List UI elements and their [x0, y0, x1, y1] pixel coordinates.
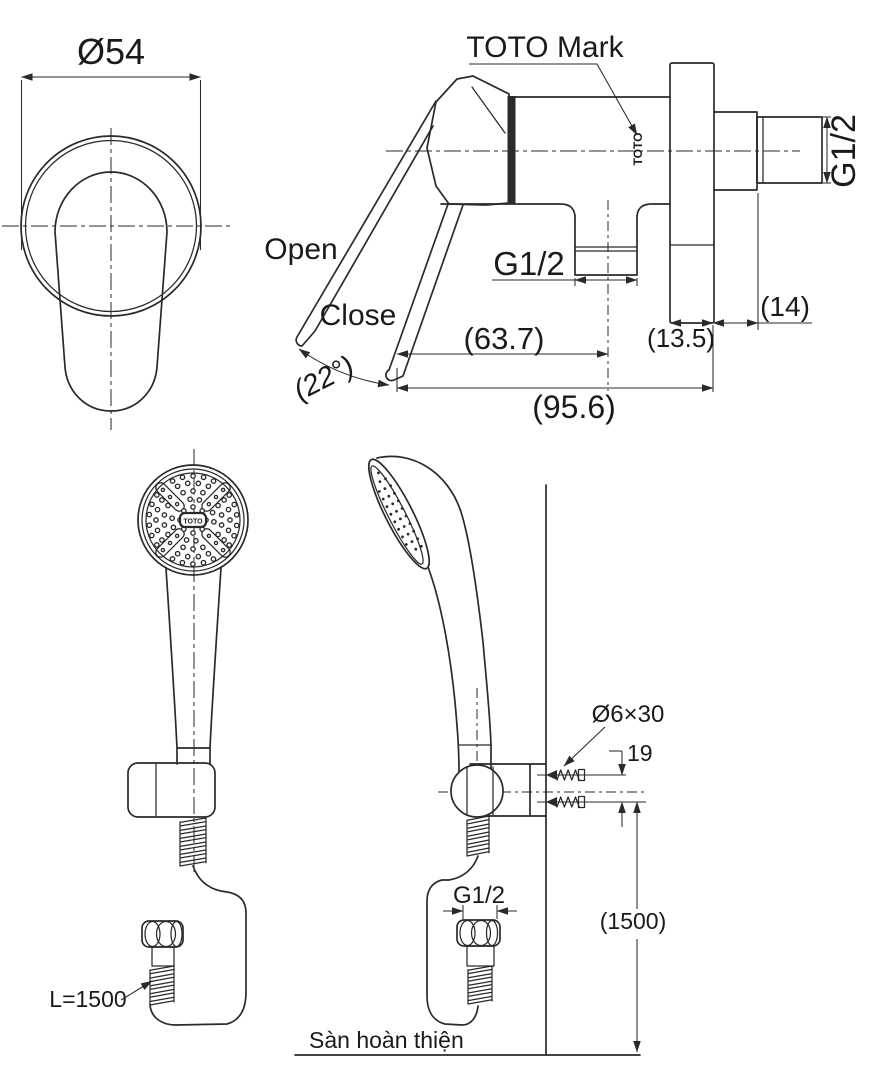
mount-height-label: (1500) — [600, 908, 666, 934]
head-outline-left — [427, 566, 460, 773]
dim-95-6-label: (95.6) — [532, 389, 616, 425]
screw-leader — [563, 726, 606, 767]
nut-facet — [144, 920, 161, 948]
hose-coil-upper-side — [466, 815, 490, 857]
floor-label: Sàn hoàn thiện — [309, 1027, 464, 1053]
nut-facet — [170, 920, 183, 948]
hose-coil-lower-side — [467, 965, 493, 1005]
swing-arc — [298, 348, 390, 388]
brand-badge — [178, 511, 208, 529]
head-outline-right — [376, 455, 492, 773]
cap-seam — [507, 96, 516, 204]
screw-pitch-label: 19 — [627, 740, 653, 766]
inlet-thread-label: G1/2 — [825, 114, 863, 188]
shower-handle-front — [165, 567, 222, 765]
dim-14-label: (14) — [760, 291, 810, 322]
badge-label: TOTO — [183, 519, 203, 526]
angle-label: (22°) — [289, 350, 360, 407]
mounting-screws — [537, 768, 646, 809]
spray-face-ring — [141, 468, 245, 572]
nut-facet — [470, 919, 492, 947]
holder-knob — [450, 764, 504, 818]
escutcheon-outer-circle — [20, 135, 202, 317]
hose-length-leader — [120, 980, 153, 1001]
hose-length-label: L=1500 — [49, 986, 126, 1012]
spray-face-rim — [370, 465, 424, 565]
spray-face-side — [367, 458, 431, 570]
nut-facet — [459, 919, 476, 947]
handshower-side-view: G1/2 Ø6×30 19 (1500) Sàn hoàn thiện — [294, 455, 666, 1056]
nut-outline — [456, 919, 501, 947]
wall-flange — [669, 62, 715, 324]
valve-side-view: Open Close (22°) TOTO Mark TOTO G1/2 G1/… — [264, 31, 863, 425]
valve-body-bottom-right — [636, 203, 671, 217]
hose-ferrule — [151, 946, 175, 967]
hose-nut-side — [456, 919, 501, 947]
hose-coil-upper — [179, 817, 207, 867]
lever-handle-front — [54, 171, 168, 412]
valve-body-bottom-left — [440, 203, 576, 217]
wall-holder-front — [127, 762, 216, 818]
outlet-thread-lines — [574, 246, 638, 252]
close-label: Close — [320, 299, 397, 332]
cap-detail-line — [471, 86, 506, 134]
handle-cap — [426, 75, 510, 206]
hose-thread-label: G1/2 — [453, 882, 505, 909]
hose-nut-front — [141, 920, 184, 948]
dim-13-5-label: (13.5) — [647, 323, 715, 353]
outlet-thread-label: G1/2 — [493, 245, 565, 282]
handle-front-view: Ø54 — [2, 31, 232, 430]
dim-63-7-label: (63.7) — [464, 321, 545, 356]
outlet-port — [574, 215, 638, 276]
escutcheon-inner-circle — [24, 139, 198, 313]
face-dots — [377, 471, 423, 551]
open-label: Open — [264, 233, 337, 266]
nozzle-dots — [146, 473, 240, 567]
hose-ferrule-side — [466, 945, 495, 967]
hose-loop — [149, 865, 247, 1026]
holder-clamp-lines — [466, 766, 494, 816]
toto-mark-leader — [469, 63, 638, 136]
screw-size-label: Ø6×30 — [592, 701, 665, 728]
hose-loop-side — [426, 855, 479, 1026]
handshower-front-view: TOTO L=1500 — [49, 449, 249, 1026]
diameter-label: Ø54 — [77, 31, 145, 72]
toto-engraving: TOTO — [631, 133, 645, 166]
nut-facet — [155, 920, 177, 948]
toto-mark-label: TOTO Mark — [466, 31, 624, 64]
spray-face-plate — [145, 472, 241, 568]
nut-facet — [485, 919, 499, 947]
nut-outline — [141, 920, 184, 948]
inlet-thread — [756, 116, 823, 184]
extension-line — [574, 278, 638, 286]
lever-open-position — [295, 100, 437, 347]
hose-coil-lower — [149, 965, 175, 1006]
spray-face-outer — [137, 464, 249, 576]
